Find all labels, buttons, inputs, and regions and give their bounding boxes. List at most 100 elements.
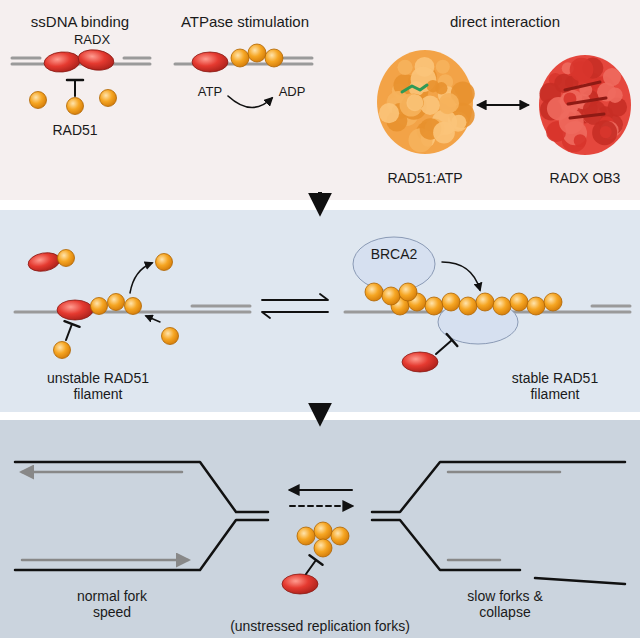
protein-surface xyxy=(377,50,473,154)
rad51-protein xyxy=(156,254,173,271)
inhibition-bar xyxy=(67,79,83,82)
label: RADX OB3 xyxy=(550,170,621,186)
parental-strand xyxy=(372,462,625,512)
down-arrow xyxy=(318,404,322,422)
protein-surface xyxy=(570,58,594,82)
dsdna-strand xyxy=(124,57,150,60)
radx-protein xyxy=(57,300,93,320)
nascent-strand xyxy=(448,471,560,474)
protein-surface xyxy=(592,120,617,145)
protein-surface xyxy=(574,134,587,147)
rad51-protein xyxy=(248,44,266,62)
rad51-protein xyxy=(493,297,511,315)
rad51-protein xyxy=(100,90,117,107)
inhibition-bar xyxy=(447,334,458,346)
protein-surface xyxy=(603,68,621,86)
panel-background xyxy=(0,210,640,412)
rad51-protein xyxy=(408,293,426,311)
protein-surface xyxy=(607,87,623,103)
brca2-protein xyxy=(353,237,435,291)
node-label: BRCA2 xyxy=(352,236,436,262)
nascent-strand xyxy=(22,471,182,474)
label: RAD51:ATP xyxy=(387,170,462,186)
parental-strand xyxy=(372,520,520,570)
protein-surface xyxy=(397,60,412,75)
inhibition-line xyxy=(306,560,316,574)
dsdna-strand xyxy=(192,305,250,308)
rad51-protein xyxy=(314,522,332,540)
rad51-protein xyxy=(331,527,349,545)
parental-strand xyxy=(15,462,268,512)
equilibrium-arrow xyxy=(262,312,328,318)
protein-surface xyxy=(600,126,612,138)
broken-strand xyxy=(535,578,625,584)
dsdna-strand xyxy=(284,57,312,60)
nascent-strand xyxy=(22,559,188,562)
radx-protein xyxy=(77,48,115,73)
rad51-protein xyxy=(67,98,84,115)
inhibition-line xyxy=(74,80,76,96)
label: ssDNA binding xyxy=(31,13,129,30)
rad51-protein xyxy=(382,287,400,305)
down-arrow xyxy=(318,192,322,212)
label: (unstressed replication forks) xyxy=(230,618,410,634)
protein-surface xyxy=(439,93,459,113)
radx-protein xyxy=(282,574,318,594)
label: unstable RAD51 filament xyxy=(38,370,158,402)
label: RAD51 xyxy=(52,122,97,138)
label: direct interaction xyxy=(450,13,560,30)
rad51-protein xyxy=(459,297,477,315)
loading-arrow xyxy=(442,262,480,290)
rad51-protein xyxy=(365,283,383,301)
protein-blob: BRCA2 xyxy=(352,236,436,292)
panel-background xyxy=(0,420,640,638)
inhibition-bar xyxy=(309,555,322,564)
exchange-arrow xyxy=(146,316,160,322)
label: slow forks & collapse xyxy=(455,588,555,620)
label: ATPase stimulation xyxy=(181,13,309,30)
protein-surface xyxy=(427,80,440,93)
reaction-arrow xyxy=(228,96,272,108)
label: RADX xyxy=(74,33,110,48)
rad51-protein xyxy=(476,293,494,311)
label: ADP xyxy=(279,85,306,100)
protein-surface xyxy=(433,122,455,144)
rad51-protein xyxy=(265,49,283,67)
rad51-protein xyxy=(54,342,71,359)
release-arrow xyxy=(130,263,152,293)
panel-background xyxy=(0,0,640,200)
rad51-protein xyxy=(399,283,417,301)
dsdna-strand xyxy=(592,305,630,308)
blob-outline xyxy=(352,236,436,292)
rad51-protein xyxy=(30,92,47,109)
dsdna-strand xyxy=(12,57,40,60)
radx-protein xyxy=(27,250,62,273)
rad51-protein xyxy=(58,250,75,267)
protein-surface xyxy=(539,55,631,155)
rad51-protein xyxy=(108,294,125,311)
radx-protein xyxy=(402,352,438,372)
protein-surface xyxy=(436,60,450,74)
radx-protein xyxy=(192,52,228,72)
inhibition-bar xyxy=(65,321,80,327)
rad51-protein xyxy=(231,49,249,67)
rad51-protein xyxy=(510,293,528,311)
inhibition-line xyxy=(66,324,72,340)
radx-protein xyxy=(43,50,81,73)
rad51-protein xyxy=(314,539,332,557)
interaction-arrow xyxy=(478,104,528,106)
rad51-protein xyxy=(391,297,409,315)
rad51-protein xyxy=(162,328,179,345)
shift-arrow xyxy=(290,505,352,507)
rad51-protein xyxy=(425,297,443,315)
inhibition-line xyxy=(436,340,452,354)
label: stable RAD51 filament xyxy=(495,370,615,402)
rad51-protein xyxy=(297,527,315,545)
ob-fold-strand xyxy=(565,82,606,118)
rad51-protein xyxy=(527,297,545,315)
rad51-protein xyxy=(442,293,460,311)
atp-ligand xyxy=(402,85,427,92)
